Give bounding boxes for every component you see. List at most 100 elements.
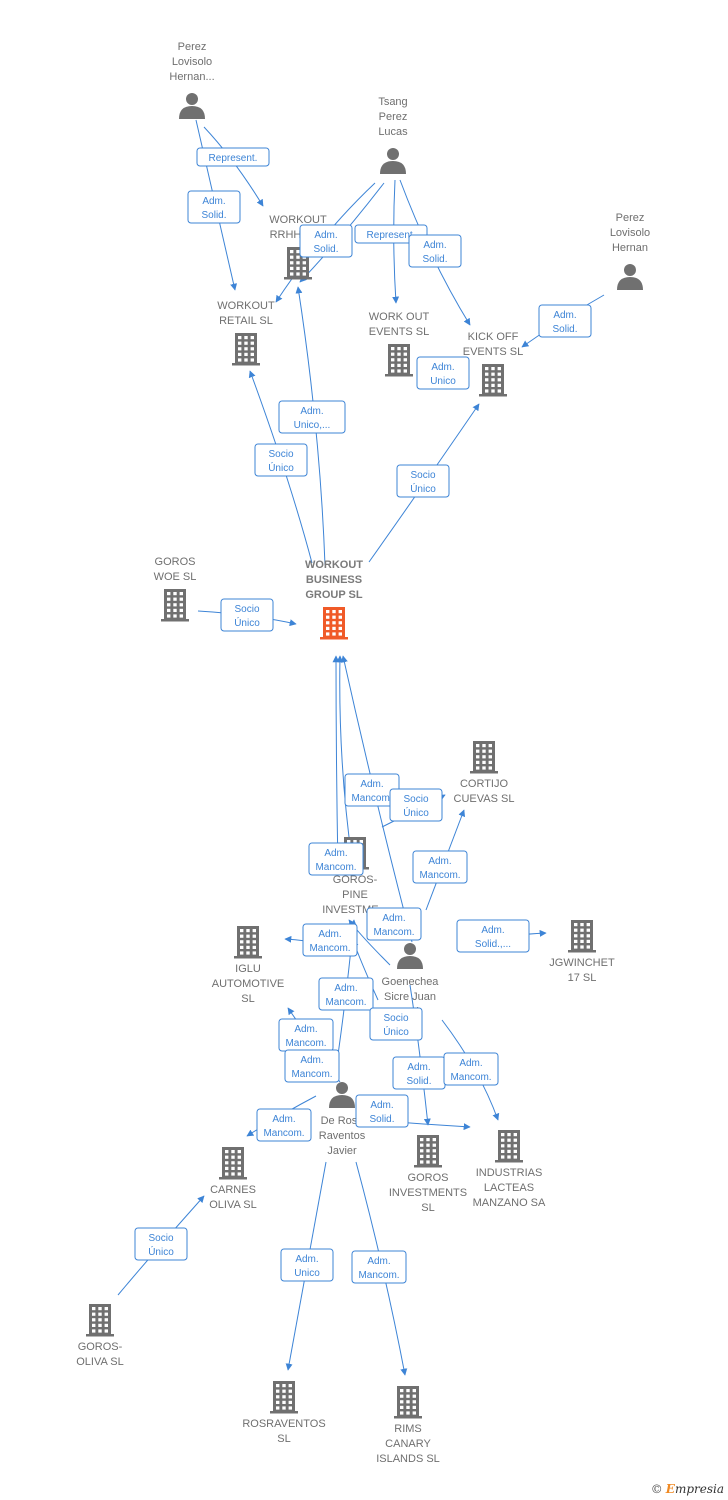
relation-label[interactable]: Adm.Mancom. bbox=[412, 850, 468, 884]
node-label: Hernan... bbox=[169, 71, 214, 83]
relation-text: Adm. bbox=[407, 1062, 430, 1073]
relation-box bbox=[308, 842, 364, 876]
node-label: Lovisolo bbox=[172, 56, 212, 68]
relation-text: Mancom. bbox=[263, 1128, 304, 1139]
relation-box bbox=[389, 788, 443, 822]
relation-box bbox=[284, 1049, 340, 1083]
node-label: GOROS bbox=[408, 1172, 449, 1184]
relation-label[interactable]: Adm.Mancom. bbox=[366, 907, 422, 941]
relation-label[interactable]: Represent. bbox=[196, 147, 270, 167]
relation-text: Adm. bbox=[459, 1058, 482, 1069]
node-label: EVENTS SL bbox=[369, 326, 430, 338]
node-retail[interactable]: WORKOUT RETAIL SL bbox=[217, 300, 275, 366]
building-icon bbox=[320, 607, 348, 640]
relation-label[interactable]: Adm.Unico,... bbox=[278, 400, 346, 434]
node-label: ISLANDS SL bbox=[376, 1453, 440, 1465]
relation-text: Mancom. bbox=[309, 943, 350, 954]
node-perez1[interactable]: PerezLovisoloHernan... bbox=[169, 41, 215, 119]
relation-text: Solid. bbox=[313, 244, 338, 255]
relation-text: Adm. bbox=[431, 362, 454, 373]
node-label: IGLU bbox=[235, 963, 261, 975]
relation-label[interactable]: Adm.Solid. bbox=[538, 304, 592, 338]
relation-label[interactable]: Adm.Mancom. bbox=[318, 977, 374, 1011]
relation-label[interactable]: Adm.Mancom. bbox=[278, 1018, 334, 1052]
node-label: GOROS- bbox=[78, 1341, 123, 1353]
relation-text: Mancom. bbox=[419, 870, 460, 881]
relation-label[interactable]: Adm.Mancom. bbox=[256, 1108, 312, 1142]
relation-text: Mancom. bbox=[450, 1072, 491, 1083]
relation-text: Solid. bbox=[369, 1114, 394, 1125]
relation-text: Solid.,... bbox=[475, 939, 511, 950]
node-label: WORKOUT bbox=[269, 214, 327, 226]
relation-label[interactable]: Adm. Mancom. bbox=[308, 842, 364, 876]
relation-text: Único bbox=[383, 1025, 409, 1038]
relation-label[interactable]: Adm.Unico bbox=[416, 356, 470, 390]
relation-box bbox=[220, 598, 274, 632]
relation-box bbox=[408, 234, 462, 268]
relation-label[interactable]: Adm. Solid. bbox=[355, 1094, 409, 1128]
node-label: WOE SL bbox=[154, 571, 197, 583]
relation-box bbox=[302, 923, 358, 957]
node-label: PINE bbox=[342, 889, 368, 901]
node-label: Sicre Juan bbox=[384, 991, 436, 1003]
node-rosraventos[interactable]: ROSRAVENTOS SL bbox=[242, 1381, 326, 1445]
node-gorosoliva[interactable]: GOROS-OLIVA SL bbox=[76, 1304, 124, 1368]
footer-brand[interactable]: © Empresia bbox=[651, 1482, 724, 1496]
relation-text: Adm. bbox=[370, 1100, 393, 1111]
relation-label[interactable]: Adm.Solid. bbox=[187, 190, 241, 224]
relation-label[interactable]: Adm.Solid. bbox=[392, 1056, 446, 1090]
relation-text: Solid. bbox=[552, 324, 577, 335]
relation-label[interactable]: Adm. Mancom. bbox=[443, 1052, 499, 1086]
node-label: Lucas bbox=[378, 126, 408, 138]
relation-edge bbox=[332, 655, 340, 871]
relation-label[interactable]: Adm.Mancom. bbox=[284, 1049, 340, 1083]
relation-label[interactable]: Adm. Mancom. bbox=[302, 923, 358, 957]
relation-text: Único bbox=[410, 482, 436, 495]
relation-label[interactable]: Adm.Solid. bbox=[299, 224, 353, 258]
building-icon bbox=[232, 333, 260, 366]
node-label: ROSRAVENTOS bbox=[242, 1418, 325, 1430]
relation-label[interactable]: Adm.Solid.,... bbox=[456, 919, 530, 953]
building-icon bbox=[234, 926, 262, 959]
relation-text: Represent. bbox=[367, 230, 416, 241]
node-label: SL bbox=[277, 1433, 290, 1445]
relation-label[interactable]: Adm.Solid. bbox=[408, 234, 462, 268]
relation-box bbox=[369, 1007, 423, 1041]
relation-text: Mancom. bbox=[315, 862, 356, 873]
node-label: MANZANO SA bbox=[473, 1197, 546, 1209]
person-icon bbox=[397, 943, 423, 969]
node-label: WORKOUT bbox=[217, 300, 275, 312]
relation-text: Socio bbox=[268, 449, 293, 460]
node-label: GOROS- bbox=[333, 874, 378, 886]
relation-label[interactable]: Adm.Mancom. bbox=[351, 1250, 407, 1284]
relation-box bbox=[299, 224, 353, 258]
node-label: RETAIL SL bbox=[219, 315, 273, 327]
node-label: JGWINCHET bbox=[549, 957, 615, 969]
relation-label[interactable]: Adm.Unico bbox=[280, 1248, 334, 1282]
node-label: CANARY bbox=[385, 1438, 431, 1450]
relation-text: Adm. bbox=[324, 848, 347, 859]
relation-text: Adm. bbox=[318, 929, 341, 940]
relation-text: Único bbox=[403, 806, 429, 819]
